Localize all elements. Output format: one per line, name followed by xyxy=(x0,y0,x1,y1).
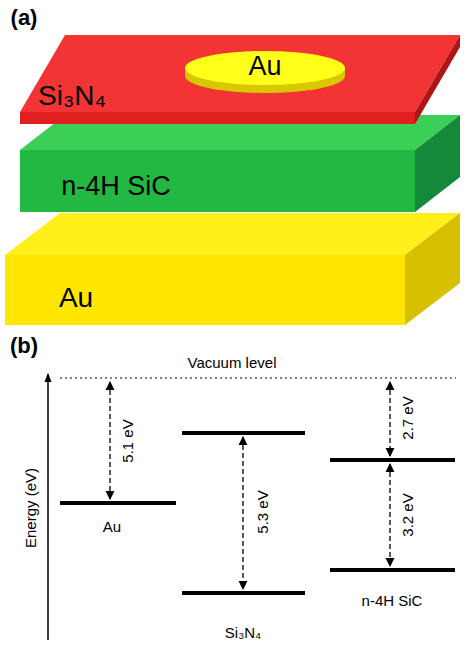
bandgap-arrow xyxy=(389,464,390,566)
si3n4-conduction-band xyxy=(182,431,305,435)
axis-title: Energy (eV) xyxy=(23,468,38,548)
energy-value: 5.1 eV xyxy=(120,419,135,462)
vacuum-level-line xyxy=(60,377,456,378)
panel-label: (b) xyxy=(10,335,38,357)
sic-conduction-band xyxy=(330,458,455,462)
material-label: Au xyxy=(103,519,121,534)
layer-front-face xyxy=(20,112,415,124)
top-electrode: Au xyxy=(185,51,345,93)
energy-value: 5.3 eV xyxy=(255,490,270,533)
sic-valence-band xyxy=(330,568,455,572)
energy-value: 3.2 eV xyxy=(400,493,415,536)
au-level xyxy=(60,501,176,505)
layer-front-face xyxy=(20,150,415,212)
panel-label: (a) xyxy=(11,7,38,29)
energy-axis xyxy=(47,374,49,640)
bandgap-arrow xyxy=(242,437,243,589)
work-function-arrow xyxy=(109,382,110,499)
layer-label: Au xyxy=(248,53,281,80)
layer-side-face xyxy=(415,35,460,124)
layer-label: Au xyxy=(59,284,93,312)
material-label: Si₃N₄ xyxy=(225,625,261,640)
layer-top-face xyxy=(20,115,460,150)
layer-side-face xyxy=(405,213,460,325)
vacuum-level-label: Vacuum level xyxy=(188,355,277,370)
material-label: n-4H SiC xyxy=(362,593,423,608)
layer-side-face xyxy=(415,115,460,212)
si3n4-valence-band xyxy=(182,591,305,595)
layer-label: Si₃N₄ xyxy=(38,82,106,110)
layer-front-face xyxy=(5,255,405,325)
disk-top xyxy=(185,51,345,85)
layer-top-face xyxy=(5,213,460,255)
layer-label: n-4H SiC xyxy=(61,173,171,200)
semiconductor-layer: n-4H SiC xyxy=(20,115,460,212)
energy-value: 2.7 eV xyxy=(400,396,415,439)
layer-top-face xyxy=(20,35,460,112)
bottom-electrode: Au xyxy=(5,213,460,325)
electron-affinity-arrow xyxy=(389,382,390,456)
